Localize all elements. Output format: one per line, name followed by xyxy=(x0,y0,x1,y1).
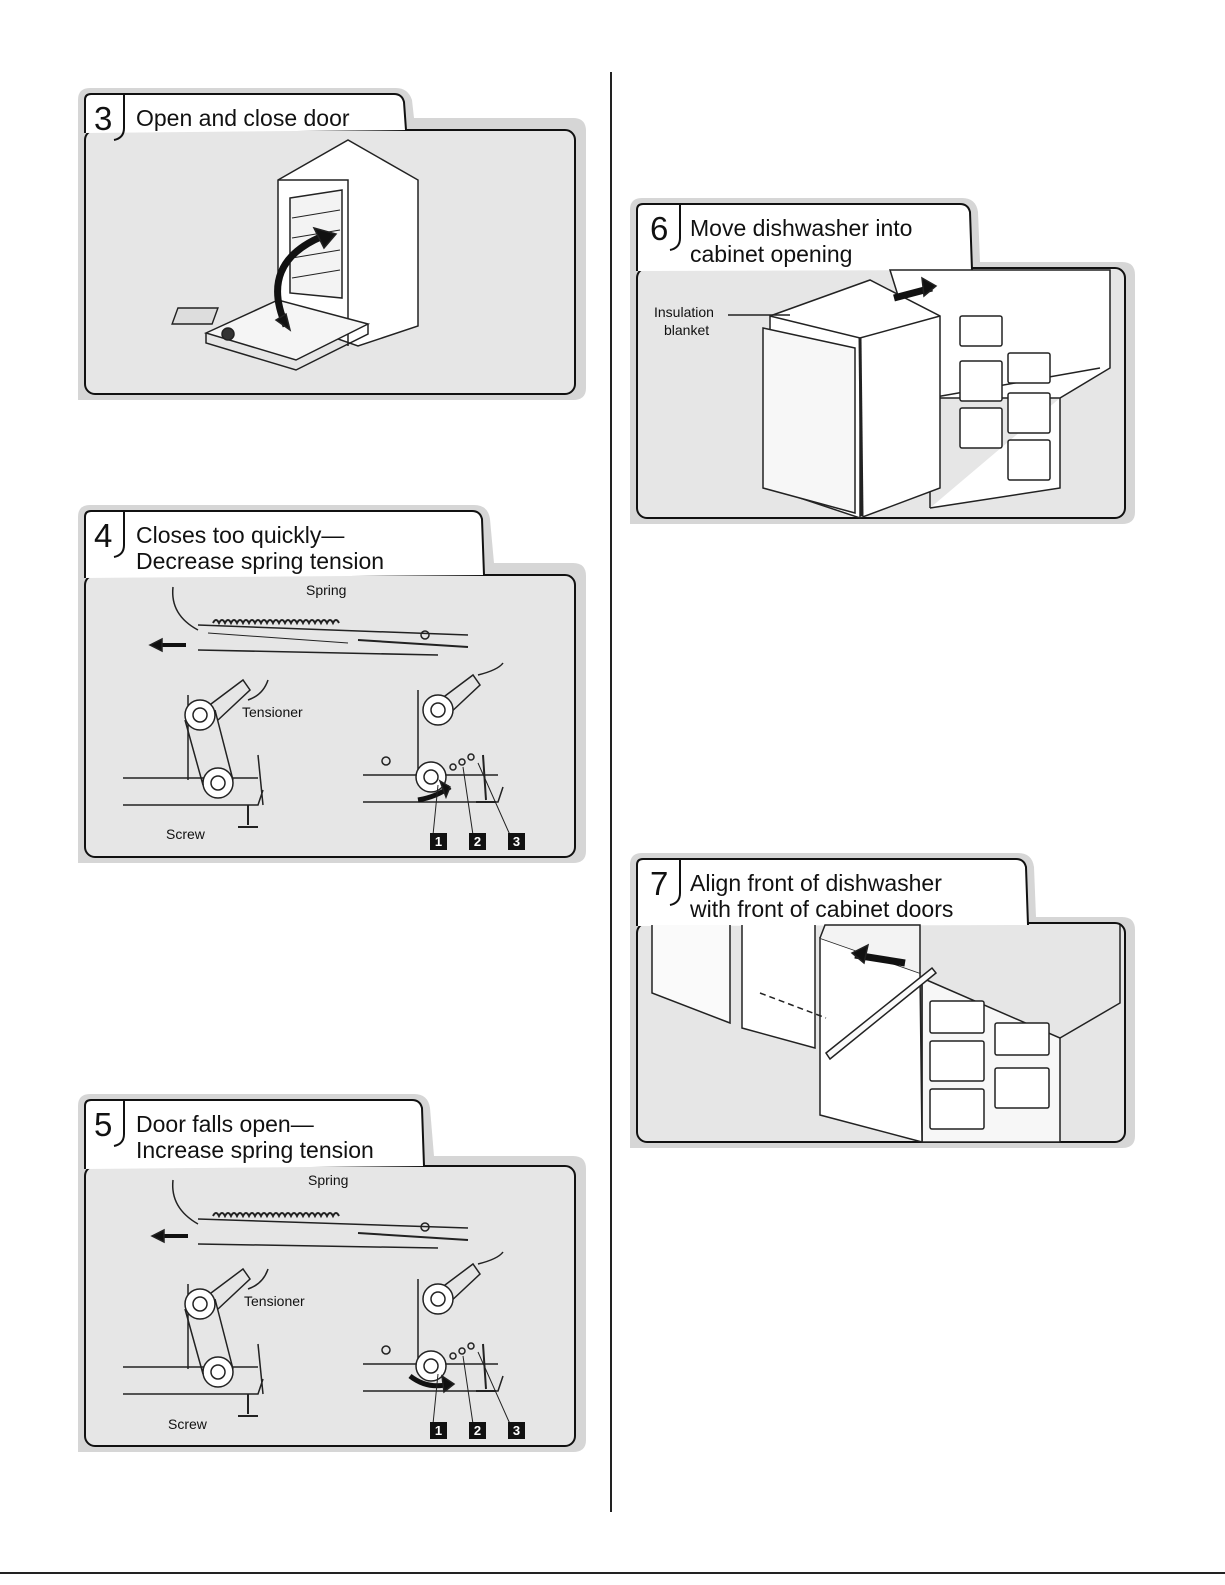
step-4-spring-label: Spring xyxy=(306,582,346,598)
step-6-number: 6 xyxy=(650,210,668,248)
step-3-title: Open and close door xyxy=(136,106,350,131)
step-5-title-line-2: Increase spring tension xyxy=(136,1138,374,1163)
step-4-position-3: 3 xyxy=(508,833,525,850)
step-4-tensioner-label: Tensioner xyxy=(242,704,303,720)
step-7-panel: 7 Align front of dishwasher with front o… xyxy=(630,853,1135,1148)
step-4-panel: 4 Closes too quickly— Decrease spring te… xyxy=(78,505,586,863)
step-3-frame xyxy=(78,88,586,400)
step-4-title-line-1: Closes too quickly— xyxy=(136,523,344,548)
step-6-title-line-2: cabinet opening xyxy=(690,242,852,267)
step-4-screw-label: Screw xyxy=(166,826,205,842)
step-4-position-2: 2 xyxy=(469,833,486,850)
insulation-blanket-label-line-1: Insulation xyxy=(654,304,714,320)
step-4-position-1: 1 xyxy=(430,833,447,850)
step-3-number: 3 xyxy=(94,100,112,138)
step-6-panel: 6 Move dishwasher into cabinet opening I… xyxy=(630,198,1135,524)
step-4-title-line-2: Decrease spring tension xyxy=(136,549,384,574)
step-3-panel: 3 Open and close door xyxy=(78,88,586,400)
step-5-title-line-1: Door falls open— xyxy=(136,1112,314,1137)
step-5-tensioner-label: Tensioner xyxy=(244,1293,305,1309)
step-7-number: 7 xyxy=(650,865,668,903)
insulation-blanket-label-line-2: blanket xyxy=(664,322,709,338)
step-7-title-line-1: Align front of dishwasher xyxy=(690,871,942,896)
step-5-number: 5 xyxy=(94,1106,112,1144)
step-5-spring-label: Spring xyxy=(308,1172,348,1188)
step-5-position-3: 3 xyxy=(508,1422,525,1439)
step-7-title-line-2: with front of cabinet doors xyxy=(690,897,953,922)
page-bottom-rule xyxy=(0,1572,1225,1574)
step-5-position-2: 2 xyxy=(469,1422,486,1439)
step-5-position-1: 1 xyxy=(430,1422,447,1439)
step-4-number: 4 xyxy=(94,517,112,555)
step-5-screw-label: Screw xyxy=(168,1416,207,1432)
step-5-panel: 5 Door falls open— Increase spring tensi… xyxy=(78,1094,586,1452)
step-6-title-line-1: Move dishwasher into xyxy=(690,216,912,241)
column-divider xyxy=(610,72,612,1512)
